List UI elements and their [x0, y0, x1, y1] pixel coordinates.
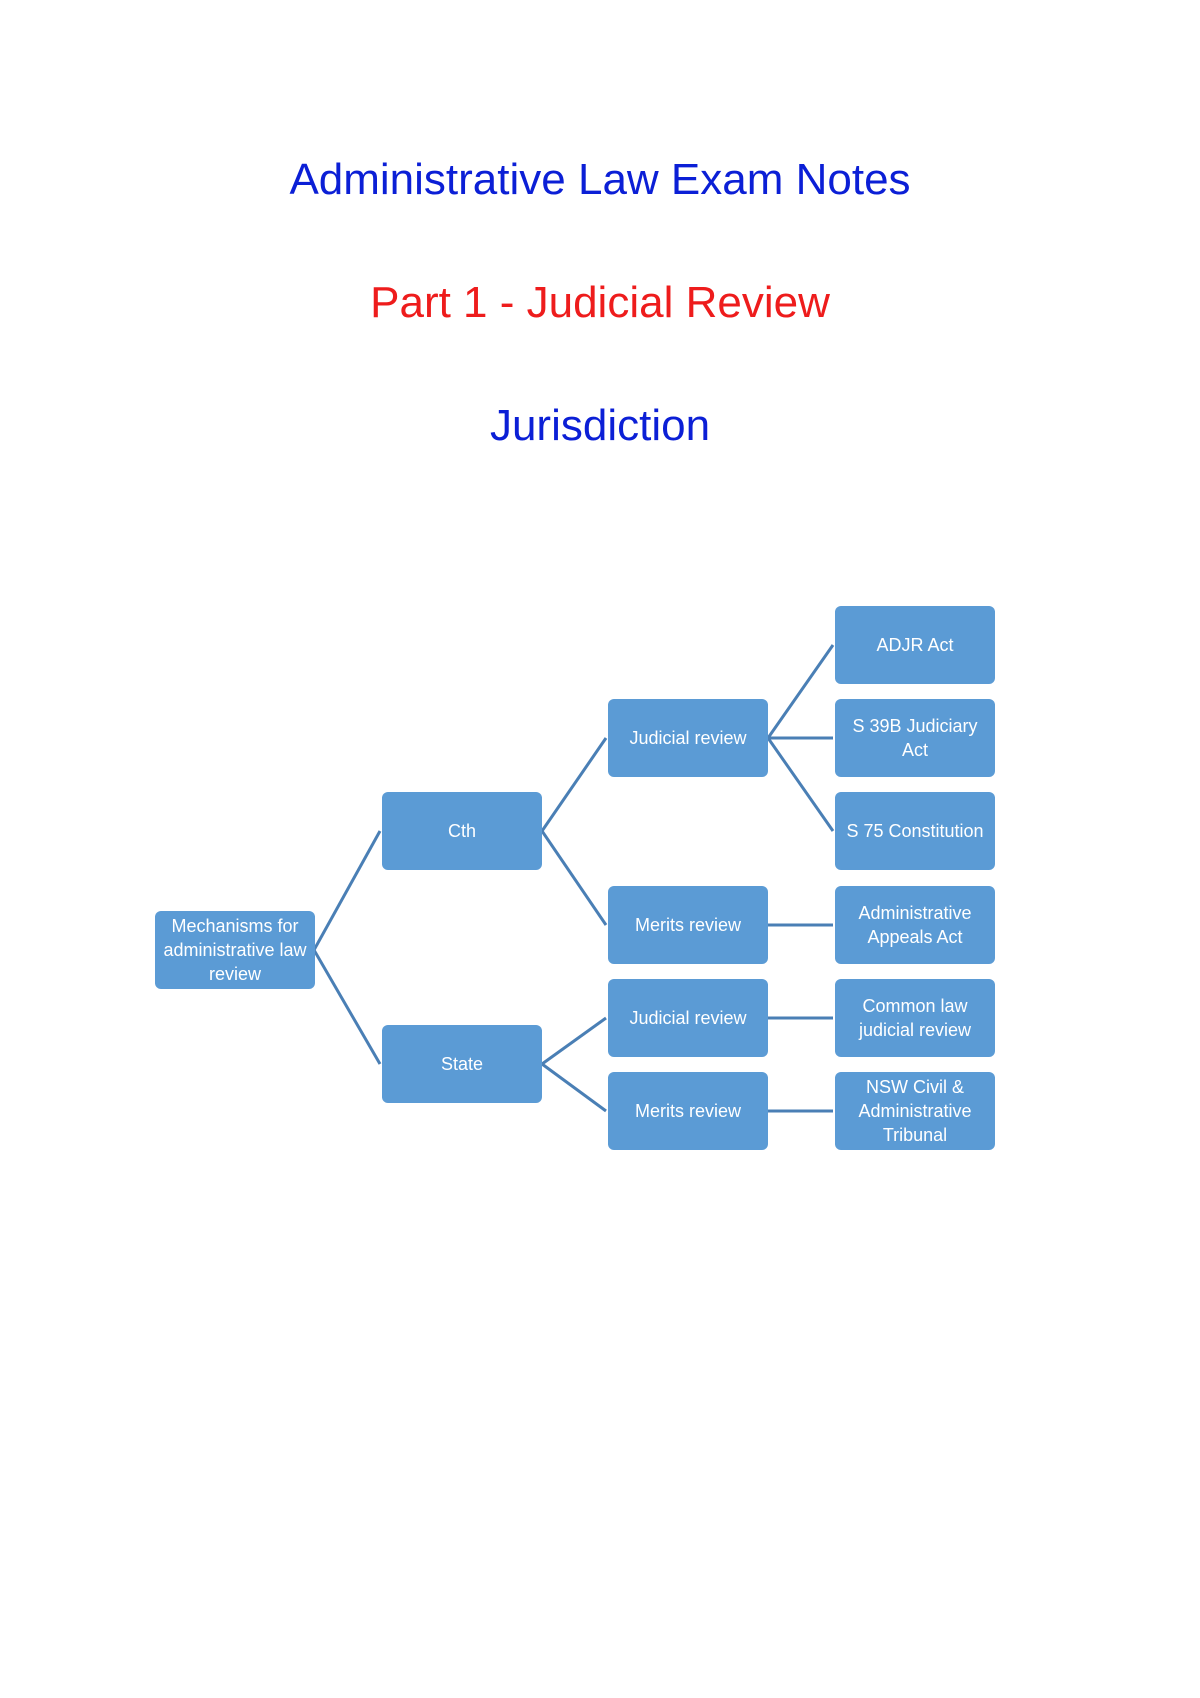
node-cth-label: Cth	[447, 821, 476, 841]
node-ncat-label: NSW Civil & Administrative Tribunal	[858, 1077, 972, 1145]
node-s39b-judiciary-act: S 39B Judiciary Act	[835, 699, 995, 777]
node-s75-constitution: S 75 Constitution	[835, 792, 995, 870]
node-cth: Cth	[382, 792, 542, 870]
node-adjr-act: ADJR Act	[835, 606, 995, 684]
connector-judicial-s75	[766, 737, 835, 832]
node-s39b-judiciary-act-label: S 39B Judiciary Act	[852, 716, 978, 760]
node-administrative-appeals-act: Administrative Appeals Act	[835, 886, 995, 964]
node-state-merits-review-label: Merits review	[634, 1101, 741, 1121]
connector-state-merits	[541, 1062, 607, 1113]
node-state-merits-review: Merits review	[608, 1072, 768, 1150]
node-s75-constitution-label: S 75 Constitution	[846, 821, 984, 841]
node-administrative-appeals-act-label: Administrative Appeals Act	[858, 903, 972, 947]
connector-root-cth	[312, 830, 382, 951]
node-common-law-judicial-review: Common law judicial review	[835, 979, 995, 1057]
node-state-label: State	[440, 1054, 484, 1074]
connector-root-state	[312, 949, 382, 1065]
node-state-judicial-review-label: Judicial review	[629, 1008, 747, 1028]
connector-cth-merits	[540, 830, 608, 926]
node-cth-judicial-review-label: Judicial review	[629, 728, 747, 748]
node-state-judicial-review: Judicial review	[608, 979, 768, 1057]
node-cth-merits-review-label: Merits review	[634, 915, 741, 935]
section-title: Jurisdiction	[489, 401, 711, 450]
part-title: Part 1 - Judicial Review	[370, 278, 830, 327]
node-root-label: Mechanisms for administrative law review	[163, 916, 307, 984]
node-cth-judicial-review: Judicial review	[608, 699, 768, 777]
connector-state-judicial	[541, 1016, 607, 1066]
node-cth-merits-review: Merits review	[608, 886, 768, 964]
node-adjr-act-label: ADJR Act	[876, 635, 954, 655]
connector-judicial-adjr	[766, 644, 835, 739]
node-state: State	[382, 1025, 542, 1103]
document-title: Administrative Law Exam Notes	[289, 155, 911, 204]
connector-cth-judicial	[540, 737, 608, 832]
node-root-mechanisms: Mechanisms for administrative law review	[155, 911, 315, 989]
node-common-law-judicial-review-label: Common law judicial review	[858, 996, 972, 1040]
node-ncat: NSW Civil & Administrative Tribunal	[835, 1072, 995, 1150]
